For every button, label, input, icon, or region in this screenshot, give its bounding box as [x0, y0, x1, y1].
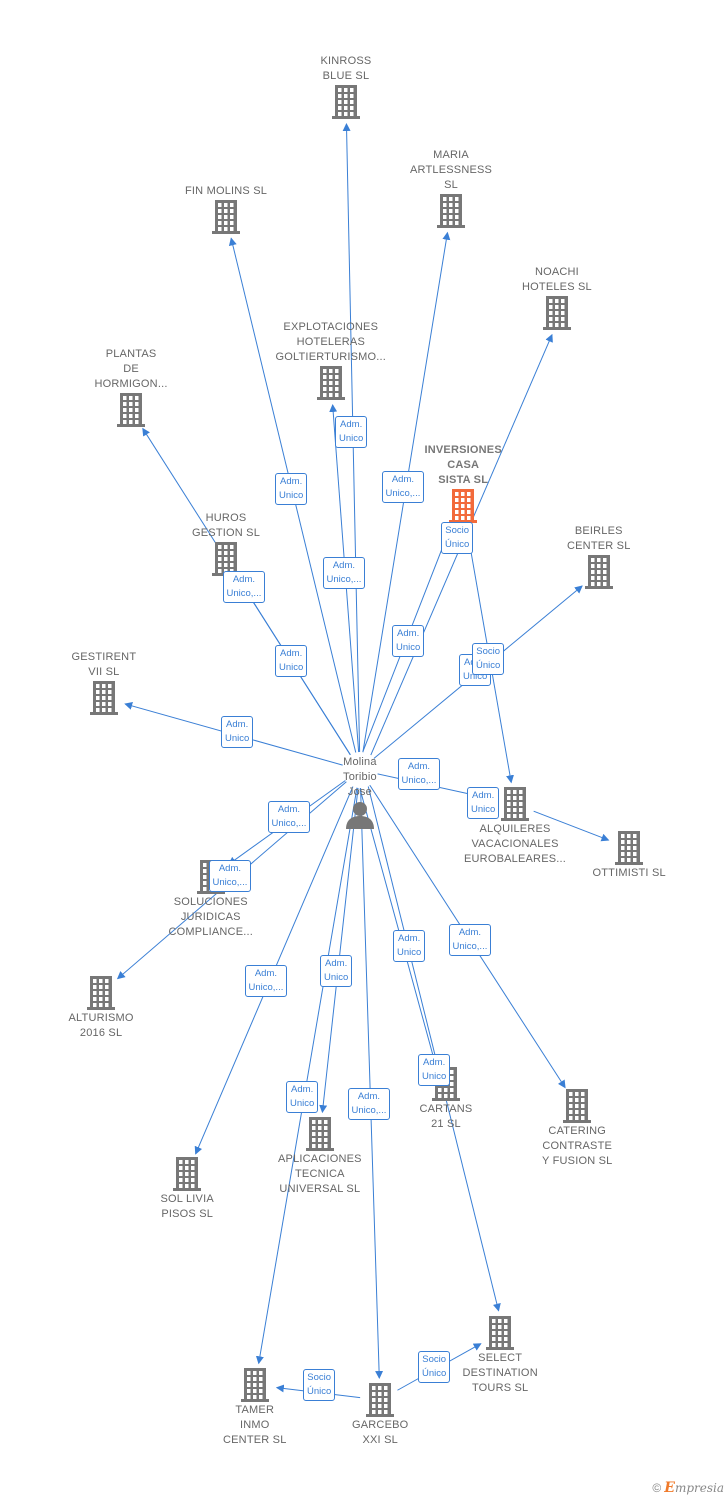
building-icon	[485, 1315, 515, 1351]
building-icon	[584, 554, 614, 590]
company-node-huros[interactable]: HUROS GESTION SL	[192, 511, 260, 577]
company-node-plantas[interactable]: PLANTAS DE HORMIGON...	[95, 347, 168, 428]
edge-label-person-sollivia[interactable]: Adm. Unico,...	[244, 965, 288, 997]
company-node-sollivia[interactable]: SOL LIVIA PISOS SL	[161, 1156, 214, 1222]
edge-label-inversiones-alquileres[interactable]: Socio Único	[472, 643, 505, 675]
edge-label-person-tamer[interactable]: Adm. Unico	[286, 1081, 319, 1113]
company-name: GARCEBO XXI SL	[352, 1419, 409, 1446]
edge-label-garcebo-tamer[interactable]: Socio Único	[303, 1369, 336, 1401]
edge-label-person-gestirent[interactable]: Adm. Unico	[221, 716, 254, 748]
company-node-select[interactable]: SELECT DESTINATION TOURS SL	[463, 1315, 538, 1396]
company-name: SOL LIVIA PISOS SL	[160, 1193, 214, 1220]
edge-label-person-cartans[interactable]: Adm. Unico	[393, 930, 426, 962]
person-node-person[interactable]: Molina Toribio Jose	[343, 755, 377, 830]
company-name: KINROSS BLUE SL	[320, 55, 372, 82]
company-name: OTTIMISTI SL	[592, 867, 666, 879]
edge-label-person-noachi[interactable]: Adm. Unico	[392, 625, 425, 657]
company-node-catering[interactable]: CATERING CONTRASTE Y FUSION SL	[542, 1088, 612, 1169]
brand-credit[interactable]: ©Empresia	[652, 1480, 724, 1496]
person-name: Molina Toribio Jose	[343, 756, 377, 798]
building-icon	[448, 488, 478, 524]
building-icon	[542, 295, 572, 331]
building-icon	[86, 975, 116, 1011]
edge-label-person-huros[interactable]: Adm. Unico	[275, 645, 308, 677]
company-node-tamer[interactable]: TAMER INMO CENTER SL	[223, 1367, 287, 1448]
building-icon	[614, 830, 644, 866]
edge-label-person-kinross[interactable]: Adm. Unico	[335, 416, 368, 448]
brand-initial: E	[664, 1480, 675, 1496]
building-icon	[240, 1367, 270, 1403]
edge-alquileres-ottimisti	[533, 810, 610, 842]
company-name: APLICACIONES TECNICA UNIVERSAL SL	[278, 1153, 362, 1195]
company-node-noachi[interactable]: NOACHI HOTELES SL	[522, 265, 592, 331]
company-node-maria[interactable]: MARIA ARTLESSNESS SL	[410, 148, 492, 229]
company-name: GESTIRENT VII SL	[71, 651, 137, 678]
person-icon	[345, 800, 375, 830]
edge-label-person-garcebo[interactable]: Adm. Unico,...	[347, 1088, 391, 1120]
building-icon	[365, 1382, 395, 1418]
company-node-gestirent[interactable]: GESTIRENT VII SL	[72, 650, 137, 716]
company-name: INVERSIONES CASA SISTA SL	[424, 444, 502, 486]
company-node-explotaciones[interactable]: EXPLOTACIONES HOTELERAS GOLTIERTURISMO..…	[276, 320, 387, 401]
company-node-garcebo[interactable]: GARCEBO XXI SL	[352, 1382, 408, 1448]
edge-person-tamer	[255, 787, 358, 1365]
brand-name: mpresia	[674, 1481, 724, 1495]
company-name: SOLUCIONES JURIDICAS COMPLIANCE...	[168, 896, 254, 938]
edge-person-aplicaciones	[319, 787, 359, 1114]
building-icon	[116, 392, 146, 428]
company-name: PLANTAS DE HORMIGON...	[94, 348, 168, 390]
building-icon	[436, 193, 466, 229]
building-icon	[172, 1156, 202, 1192]
edge-label-garcebo-select[interactable]: Socio Único	[418, 1351, 451, 1383]
edge-label-person-alturismo[interactable]: Adm. Unico,...	[208, 860, 252, 892]
company-name: MARIA ARTLESSNESS SL	[410, 149, 493, 191]
edge-label-person-finmolins[interactable]: Adm. Unico	[275, 473, 308, 505]
company-name: CATERING CONTRASTE Y FUSION SL	[542, 1125, 613, 1167]
edge-label-person-alquileres[interactable]: Adm. Unico,...	[397, 758, 441, 790]
edge-label-person-explotaciones[interactable]: Adm. Unico,...	[322, 557, 366, 589]
building-icon	[331, 84, 361, 120]
edge-label-person-aplicaciones[interactable]: Adm. Unico	[320, 955, 353, 987]
edge-person-cartans	[359, 788, 438, 1066]
building-icon	[89, 680, 119, 716]
edge-person-select	[367, 786, 501, 1312]
company-node-beirles[interactable]: BEIRLES CENTER SL	[567, 524, 631, 590]
building-icon	[305, 1116, 335, 1152]
company-name: FIN MOLINS SL	[185, 185, 268, 197]
company-name: ALTURISMO 2016 SL	[68, 1012, 134, 1039]
company-node-inversiones[interactable]: INVERSIONES CASA SISTA SL	[425, 443, 502, 524]
edge-person-garcebo	[360, 787, 384, 1380]
edge-label-person-catering[interactable]: Adm. Unico,...	[448, 924, 492, 956]
company-name: ALQUILERES VACACIONALES EUROBALEARES...	[464, 823, 567, 865]
company-name: EXPLOTACIONES HOTELERAS GOLTIERTURISMO..…	[275, 321, 387, 363]
company-name: TAMER INMO CENTER SL	[223, 1404, 287, 1446]
company-node-kinross[interactable]: KINROSS BLUE SL	[321, 54, 372, 120]
building-icon	[500, 786, 530, 822]
company-name: BEIRLES CENTER SL	[567, 525, 631, 552]
building-icon	[211, 199, 241, 235]
company-name: HUROS GESTION SL	[192, 512, 261, 539]
company-name: NOACHI HOTELES SL	[522, 266, 592, 293]
building-icon	[562, 1088, 592, 1124]
building-icon	[316, 365, 346, 401]
company-name: SELECT DESTINATION TOURS SL	[462, 1352, 538, 1394]
company-name: CARTANS 21 SL	[419, 1103, 473, 1130]
edge-label-person-inversiones[interactable]: Socio Único	[441, 522, 474, 554]
edge-label-person-select[interactable]: Adm. Unico	[418, 1054, 451, 1086]
edge-label-alquileres-ottimisti[interactable]: Adm. Unico	[467, 787, 500, 819]
company-node-alquileres[interactable]: ALQUILERES VACACIONALES EUROBALEARES...	[464, 786, 566, 867]
edge-label-person-plantas[interactable]: Adm. Unico,...	[222, 571, 266, 603]
edge-label-person-maria[interactable]: Adm. Unico,...	[381, 471, 425, 503]
company-node-aplicaciones[interactable]: APLICACIONES TECNICA UNIVERSAL SL	[278, 1116, 362, 1197]
edge-label-person-soluciones[interactable]: Adm. Unico,...	[267, 801, 311, 833]
company-node-finmolins[interactable]: FIN MOLINS SL	[185, 184, 267, 235]
company-node-alturismo[interactable]: ALTURISMO 2016 SL	[69, 975, 134, 1041]
company-node-ottimisti[interactable]: OTTIMISTI SL	[593, 830, 666, 881]
copyright-symbol: ©	[652, 1481, 662, 1495]
